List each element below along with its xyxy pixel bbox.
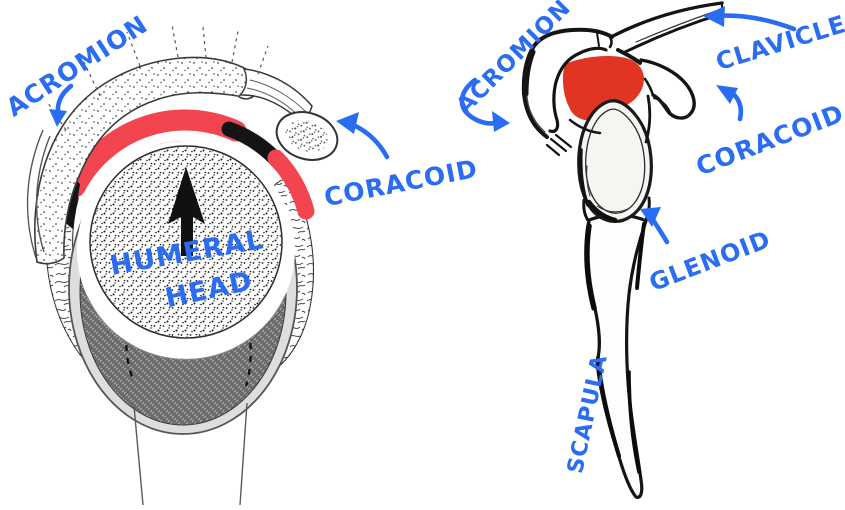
acromion-arch <box>34 56 260 265</box>
humeral-head <box>68 141 298 435</box>
coracoacromial-ligament <box>238 68 313 128</box>
right-diagram-drawing <box>521 1 724 499</box>
left-diagram-drawing <box>26 24 339 506</box>
up-arrow-marker <box>168 167 205 256</box>
glenoid-fossa <box>577 99 653 223</box>
coracoid-arrow-right <box>716 85 744 122</box>
clavicle-arrow <box>703 6 797 32</box>
coracoid-right <box>639 58 696 144</box>
humeral-shaft-lines <box>133 402 248 506</box>
deltoid-sliver <box>26 129 51 259</box>
annotation-arrows <box>49 6 797 245</box>
coracoid-arrow-left <box>336 112 390 160</box>
glenoid-arrow <box>640 207 670 245</box>
scapula-body <box>582 196 651 499</box>
acromion-arrow-left <box>49 83 74 127</box>
coracoid-left <box>275 111 339 161</box>
acromion-right <box>521 27 614 157</box>
clavicle-bone <box>611 1 724 65</box>
acromion-arrow-right <box>459 77 510 132</box>
